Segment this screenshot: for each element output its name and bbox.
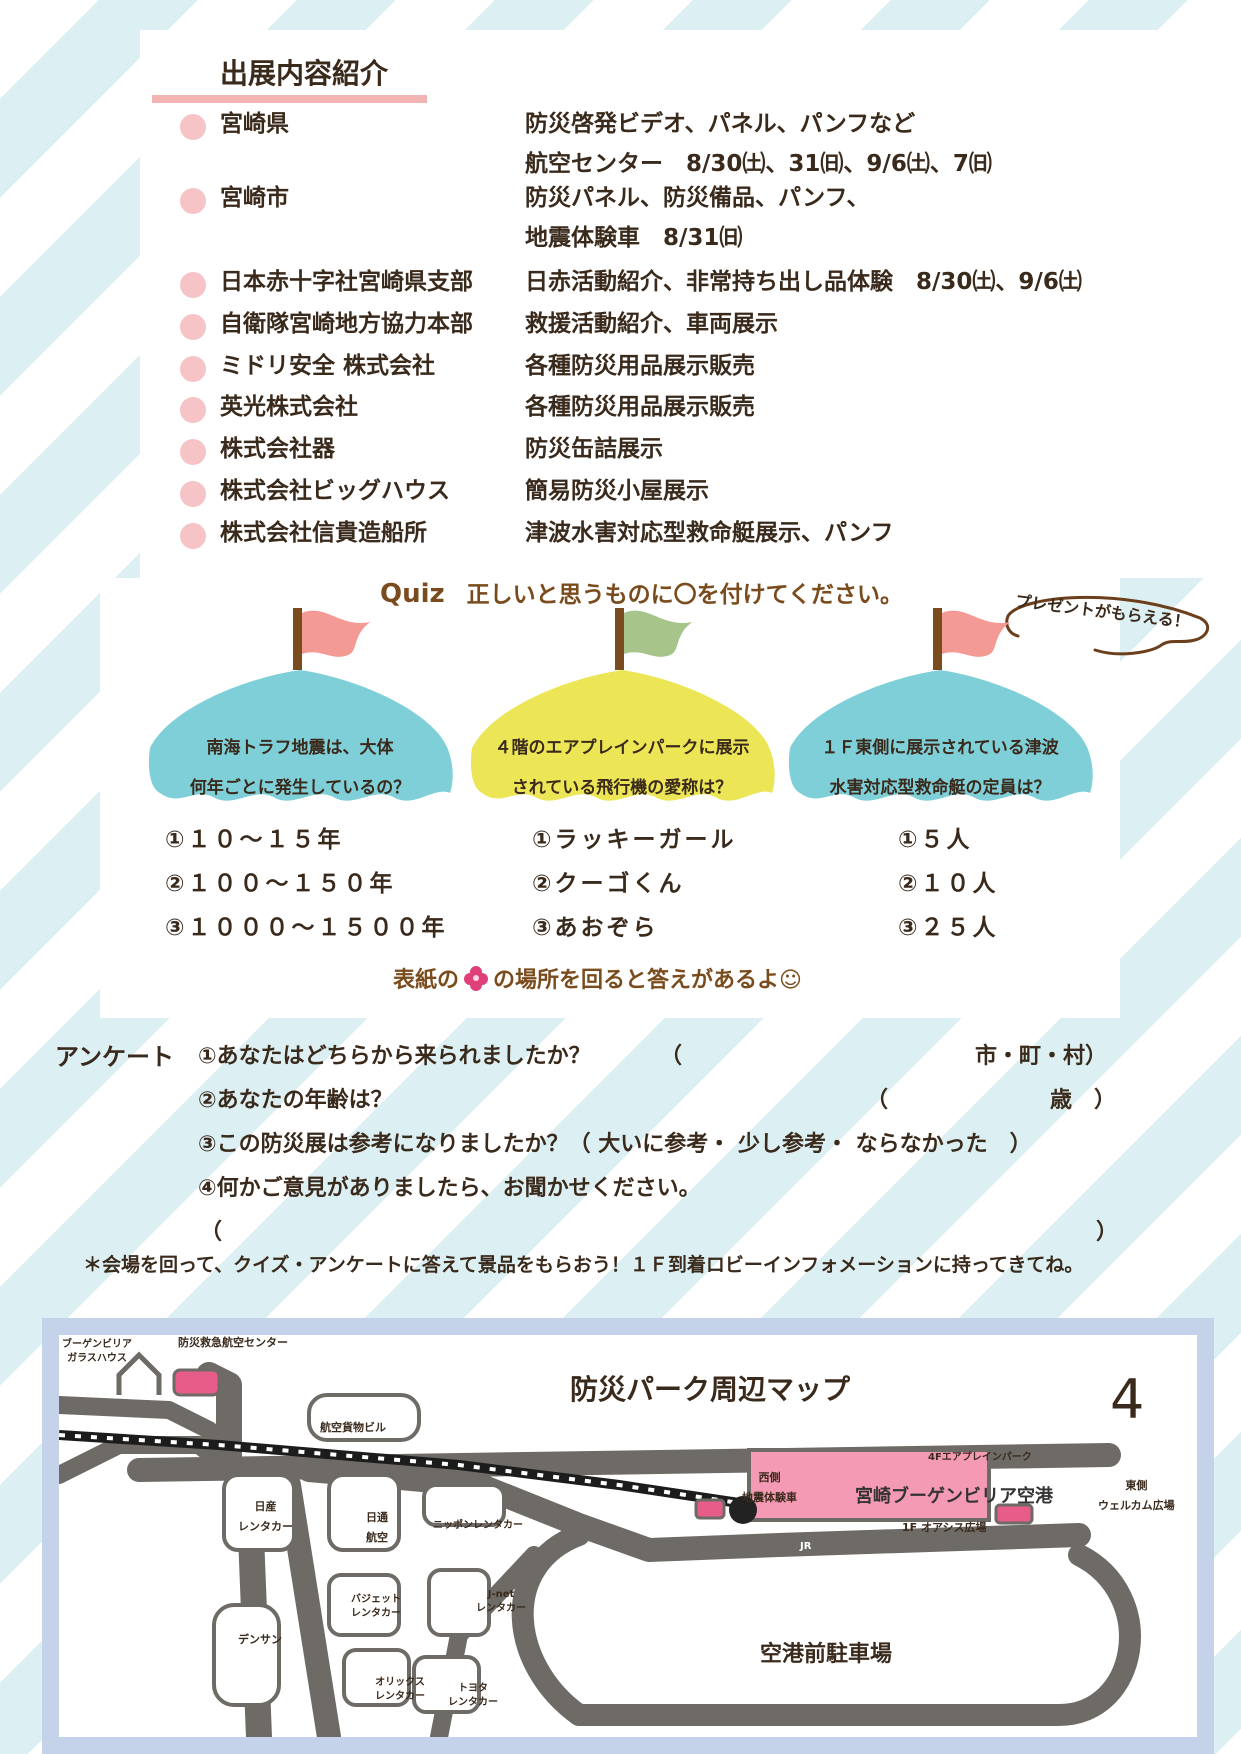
- quiz-option[interactable]: ②１００〜１５０年: [165, 871, 396, 897]
- map-label-cargo: 航空貨物ビル: [320, 1421, 386, 1434]
- map-label-glasshouse: ブーゲンビリア ガラスハウス: [62, 1339, 132, 1364]
- exhibit-desc: 各種防災用品展示販売: [525, 353, 755, 379]
- exhibitor-name: 自衛隊宮崎地方協力本部: [220, 311, 473, 337]
- bullet-dot: [180, 439, 206, 465]
- map-label-jnet: J-net レンタカー: [476, 1589, 526, 1614]
- map-label-parking: 空港前駐車場: [760, 1642, 893, 1667]
- exhibit-desc: 防災啓発ビデオ、パネル、パンフなど: [525, 111, 916, 137]
- exhibitor-name: 宮崎市: [220, 185, 289, 211]
- exhibitor-name: 株式会社信貴造船所: [220, 520, 427, 546]
- exhibitor-name: 株式会社ビッグハウス: [220, 478, 450, 504]
- bullet-dot: [180, 188, 206, 214]
- bullet-dot: [180, 481, 206, 507]
- exhibitor-name: 宮崎県: [220, 111, 289, 137]
- map-label-budget: バジェット レンタカー: [351, 1594, 401, 1619]
- map-label-airpark: 4Fエアプレインパーク: [928, 1452, 1032, 1463]
- quiz-tent-1: 南海トラフ地震は、大体 何年ごとに発生しているの？: [145, 608, 455, 808]
- footer-note: ＊会場を回って、クイズ・アンケートに答えて景品をもらおう！１Ｆ到着ロビーインフォ…: [83, 1254, 1084, 1276]
- survey-q2-answer-field[interactable]: 歳 ）: [1050, 1088, 1117, 1113]
- map-label-east: 東側 ウェルカム広場: [1098, 1479, 1175, 1512]
- survey-q4-answer-field[interactable]: ）: [1096, 1220, 1119, 1245]
- flower-icon: [464, 966, 489, 991]
- survey-q1-answer-field[interactable]: 市・町・村）: [975, 1044, 1108, 1069]
- tent-pink-flag-icon: [788, 608, 1093, 801]
- tent-green-flag-icon: [470, 608, 775, 801]
- bullet-dot: [180, 523, 206, 549]
- exhibits-title: 出展内容紹介: [220, 57, 389, 90]
- exhibitor-name: ミドリ安全 株式会社: [220, 353, 436, 379]
- exhibitor-name: 英光株式会社: [220, 394, 358, 420]
- quiz-header: Quiz 正しいと思うものに〇を付けてください。: [380, 575, 903, 609]
- quiz-question-1: 南海トラフ地震は、大体 何年ごとに発生しているの？: [189, 738, 411, 798]
- quiz-hint: 表紙の の場所を回ると答えがあるよ☺: [393, 962, 802, 994]
- survey-q4: ④何かご意見がありましたら、お聞かせください。: [198, 1176, 701, 1201]
- quiz-question-3: １Ｆ東側に展示されている津波 水害対応型救命艇の定員は？: [821, 738, 1059, 798]
- bullet-dot: [180, 114, 206, 140]
- map-canvas: [59, 1335, 1197, 1737]
- speech-bubble-icon: [1005, 595, 1210, 656]
- map-label-orix: オリックス レンタカー: [375, 1677, 425, 1702]
- exhibitor-name: 株式会社器: [220, 436, 335, 462]
- survey-q3[interactable]: ③この防災展は参考になりましたか？（ 大いに参考・ 少し参考・ ならなかった ）: [198, 1132, 1032, 1157]
- survey-q2: ②あなたの年齢は？: [198, 1088, 393, 1113]
- quiz-instruction: 正しいと思うものに〇を付けてください。: [466, 582, 903, 608]
- quiz-option[interactable]: ②クーゴくん: [532, 871, 685, 897]
- survey-label: アンケート: [55, 1043, 175, 1071]
- map-label-center: 防災救急航空センター: [178, 1336, 288, 1349]
- bullet-dot: [180, 356, 206, 382]
- map-label-jr: JR: [800, 1541, 812, 1552]
- exhibit-desc: 各種防災用品展示販売: [525, 394, 755, 420]
- exhibit-desc: 日赤活動紹介、非常持ち出し品体験 8/30㈯、9/6㈯: [525, 269, 1082, 295]
- exhibit-desc: 津波水害対応型救命艇展示、パンフ: [525, 520, 894, 546]
- quiz-option[interactable]: ③１０００〜１５００年: [165, 915, 448, 941]
- quiz-option[interactable]: ②１０人: [898, 871, 999, 897]
- map-label-nippon: ニッポンレンタカー: [433, 1520, 523, 1531]
- exhibitor-name: 日本赤十字社宮崎県支部: [220, 269, 473, 295]
- exhibit-desc-2: 航空センター 8/30㈯、31㈰、9/6㈯、7㈰: [525, 151, 992, 177]
- map-title: 防災パーク周辺マップ: [570, 1373, 851, 1406]
- map-label-oasis: 1F オアシス広場: [902, 1521, 987, 1534]
- quiz-tent-3: １Ｆ東側に展示されている津波 水害対応型救命艇の定員は？: [785, 608, 1095, 808]
- exhibit-desc: 簡易防災小屋展示: [525, 478, 709, 504]
- quiz-option[interactable]: ①５人: [898, 827, 973, 853]
- map-roads: [59, 1351, 1141, 1737]
- tent-pink-flag-icon: [148, 608, 453, 801]
- bullet-dot: [180, 397, 206, 423]
- exhibits-panel: [140, 30, 1241, 578]
- bullet-dot: [180, 272, 206, 298]
- map-label-nissan: 日産 レンタカー: [238, 1500, 293, 1533]
- survey-q2-open: （: [866, 1088, 889, 1113]
- map-label-densan: デンサン: [238, 1633, 282, 1646]
- map-label-airport: 宮崎ブーゲンビリア空港: [855, 1486, 1053, 1507]
- survey-q1-open: （: [660, 1044, 683, 1069]
- quiz-label: Quiz: [380, 579, 445, 609]
- quiz-option[interactable]: ③２５人: [898, 915, 999, 941]
- exhibit-desc: 救援活動紹介、車両展示: [525, 311, 778, 337]
- quiz-question-2: ４階のエアプレインパークに展示 されている飛行機の愛称は？: [494, 738, 750, 798]
- exhibit-desc: 防災缶詰展示: [525, 436, 663, 462]
- exhibit-desc-2: 地震体験車 8/31㈰: [525, 225, 743, 251]
- quiz-option[interactable]: ③あおぞら: [532, 915, 659, 941]
- exhibit-desc: 防災パネル、防災備品、パンフ、: [525, 185, 870, 211]
- quiz-option[interactable]: ①ラッキーガール: [532, 827, 737, 853]
- area-map: [42, 1318, 1214, 1754]
- map-label-toyota: トヨタ レンタカー: [448, 1683, 498, 1708]
- bullet-dot: [180, 314, 206, 340]
- title-underline: [152, 95, 427, 103]
- quiz-tent-2: ４階のエアプレインパークに展示 されている飛行機の愛称は？: [467, 608, 777, 808]
- map-label-jal: 日通 航空: [366, 1511, 388, 1544]
- survey-q1: ①あなたはどちらから来られましたか？: [198, 1044, 591, 1069]
- map-label-west: 西側 地震体験車: [742, 1471, 797, 1504]
- quiz-option[interactable]: ①１０〜１５年: [165, 827, 344, 853]
- map-floor-number: 4: [1110, 1368, 1145, 1431]
- survey-q4-open: （: [200, 1220, 223, 1245]
